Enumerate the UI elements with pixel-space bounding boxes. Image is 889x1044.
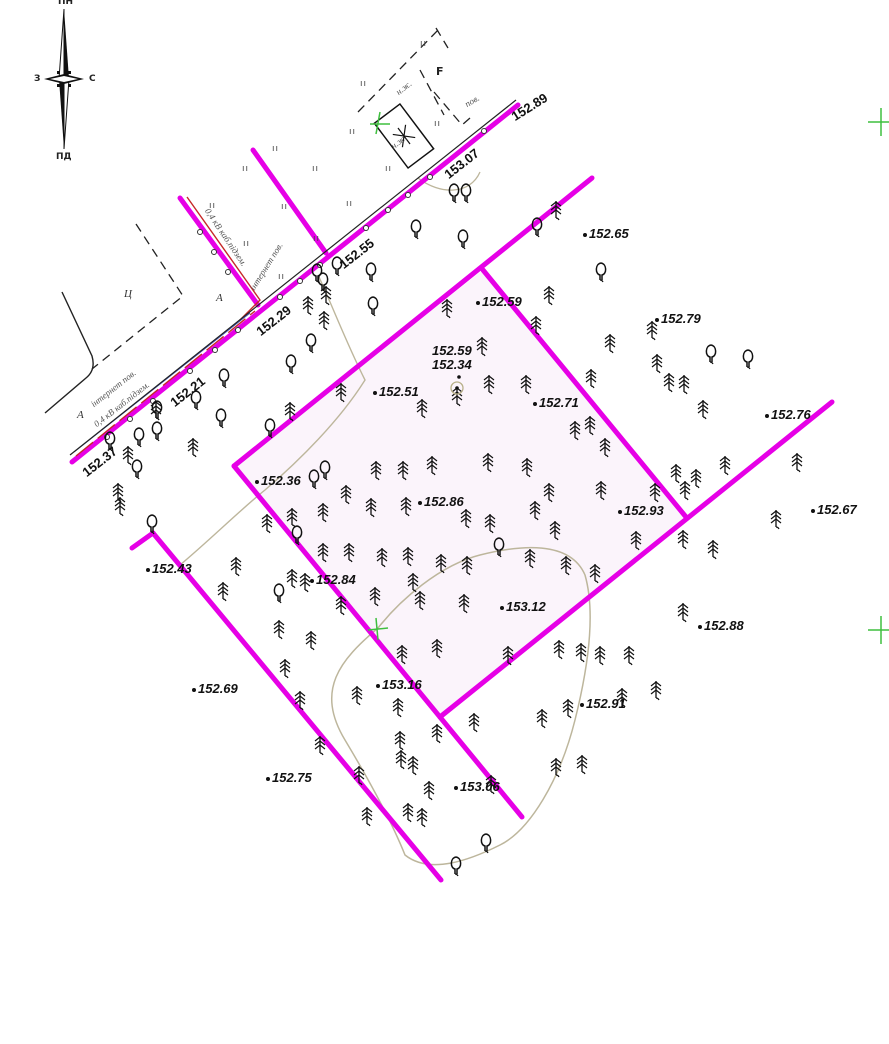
elevation-point: 152.76 <box>765 408 811 421</box>
elevation-point: 152.34 <box>432 357 472 372</box>
elevation-point: 152.84 <box>310 573 356 586</box>
elevation-point: 152.91 <box>580 697 626 710</box>
well-symbol <box>450 381 464 395</box>
marker-f: F <box>436 65 444 78</box>
grass-mark: ıı <box>242 164 250 174</box>
zone-letter: А <box>77 409 84 421</box>
grass-mark: ıı <box>349 127 357 137</box>
elevation-point: 152.51 <box>373 385 419 398</box>
grass-mark: ıı <box>209 201 217 211</box>
elevation-point: 152.71 <box>533 396 579 409</box>
zone-letter: Ц <box>124 288 132 300</box>
elevation-point: 152.65 <box>583 227 629 240</box>
grass-mark: ıı <box>434 119 442 129</box>
grass-mark: ıı <box>312 164 320 174</box>
elevation-point: 153.12 <box>500 600 546 613</box>
grass-mark: ıı <box>281 202 289 212</box>
compass-north-label: ПН <box>58 0 74 7</box>
dashed-zone-lines <box>91 27 471 370</box>
grass-mark: ıı <box>360 79 368 89</box>
grass-mark: ıı <box>385 164 393 174</box>
zone-letter: А <box>216 292 223 304</box>
elevation-point: 152.59 <box>476 295 522 308</box>
grass-mark: ıı <box>313 234 321 244</box>
underground-cable <box>69 99 517 457</box>
grid-cross-markers <box>367 108 889 644</box>
elevation-point: 152.67 <box>811 503 857 516</box>
grass-mark: ıı <box>278 272 286 282</box>
grass-mark: ıı <box>272 144 280 154</box>
elevation-point: 153.06 <box>454 780 500 793</box>
boundary-lines <box>69 102 835 883</box>
building <box>373 102 435 170</box>
grass-mark: ıı <box>420 39 428 49</box>
elevation-point: 152.69 <box>192 682 238 695</box>
elevation-point: 152.59 <box>432 343 472 358</box>
elevation-point: 152.86 <box>418 495 464 508</box>
road-edge <box>44 291 94 414</box>
elevation-point: 153.16 <box>376 678 422 691</box>
grass-mark: ıı <box>346 199 354 209</box>
compass-east-label: С <box>89 74 96 84</box>
north-arrow-icon <box>44 8 84 150</box>
elevation-point: 152.36 <box>255 474 301 487</box>
elevation-point: 152.93 <box>618 504 664 517</box>
contour-line <box>330 546 591 866</box>
compass-south-label: ПД <box>56 152 72 162</box>
elevation-point: 152.79 <box>655 312 701 325</box>
elevation-point: 152.43 <box>146 562 192 575</box>
compass-west-label: З <box>34 74 41 84</box>
contour-line-2 <box>179 274 366 566</box>
grass-mark: ıı <box>243 239 251 249</box>
elevation-point: 152.75 <box>266 771 312 784</box>
elevation-point: 152.88 <box>698 619 744 632</box>
